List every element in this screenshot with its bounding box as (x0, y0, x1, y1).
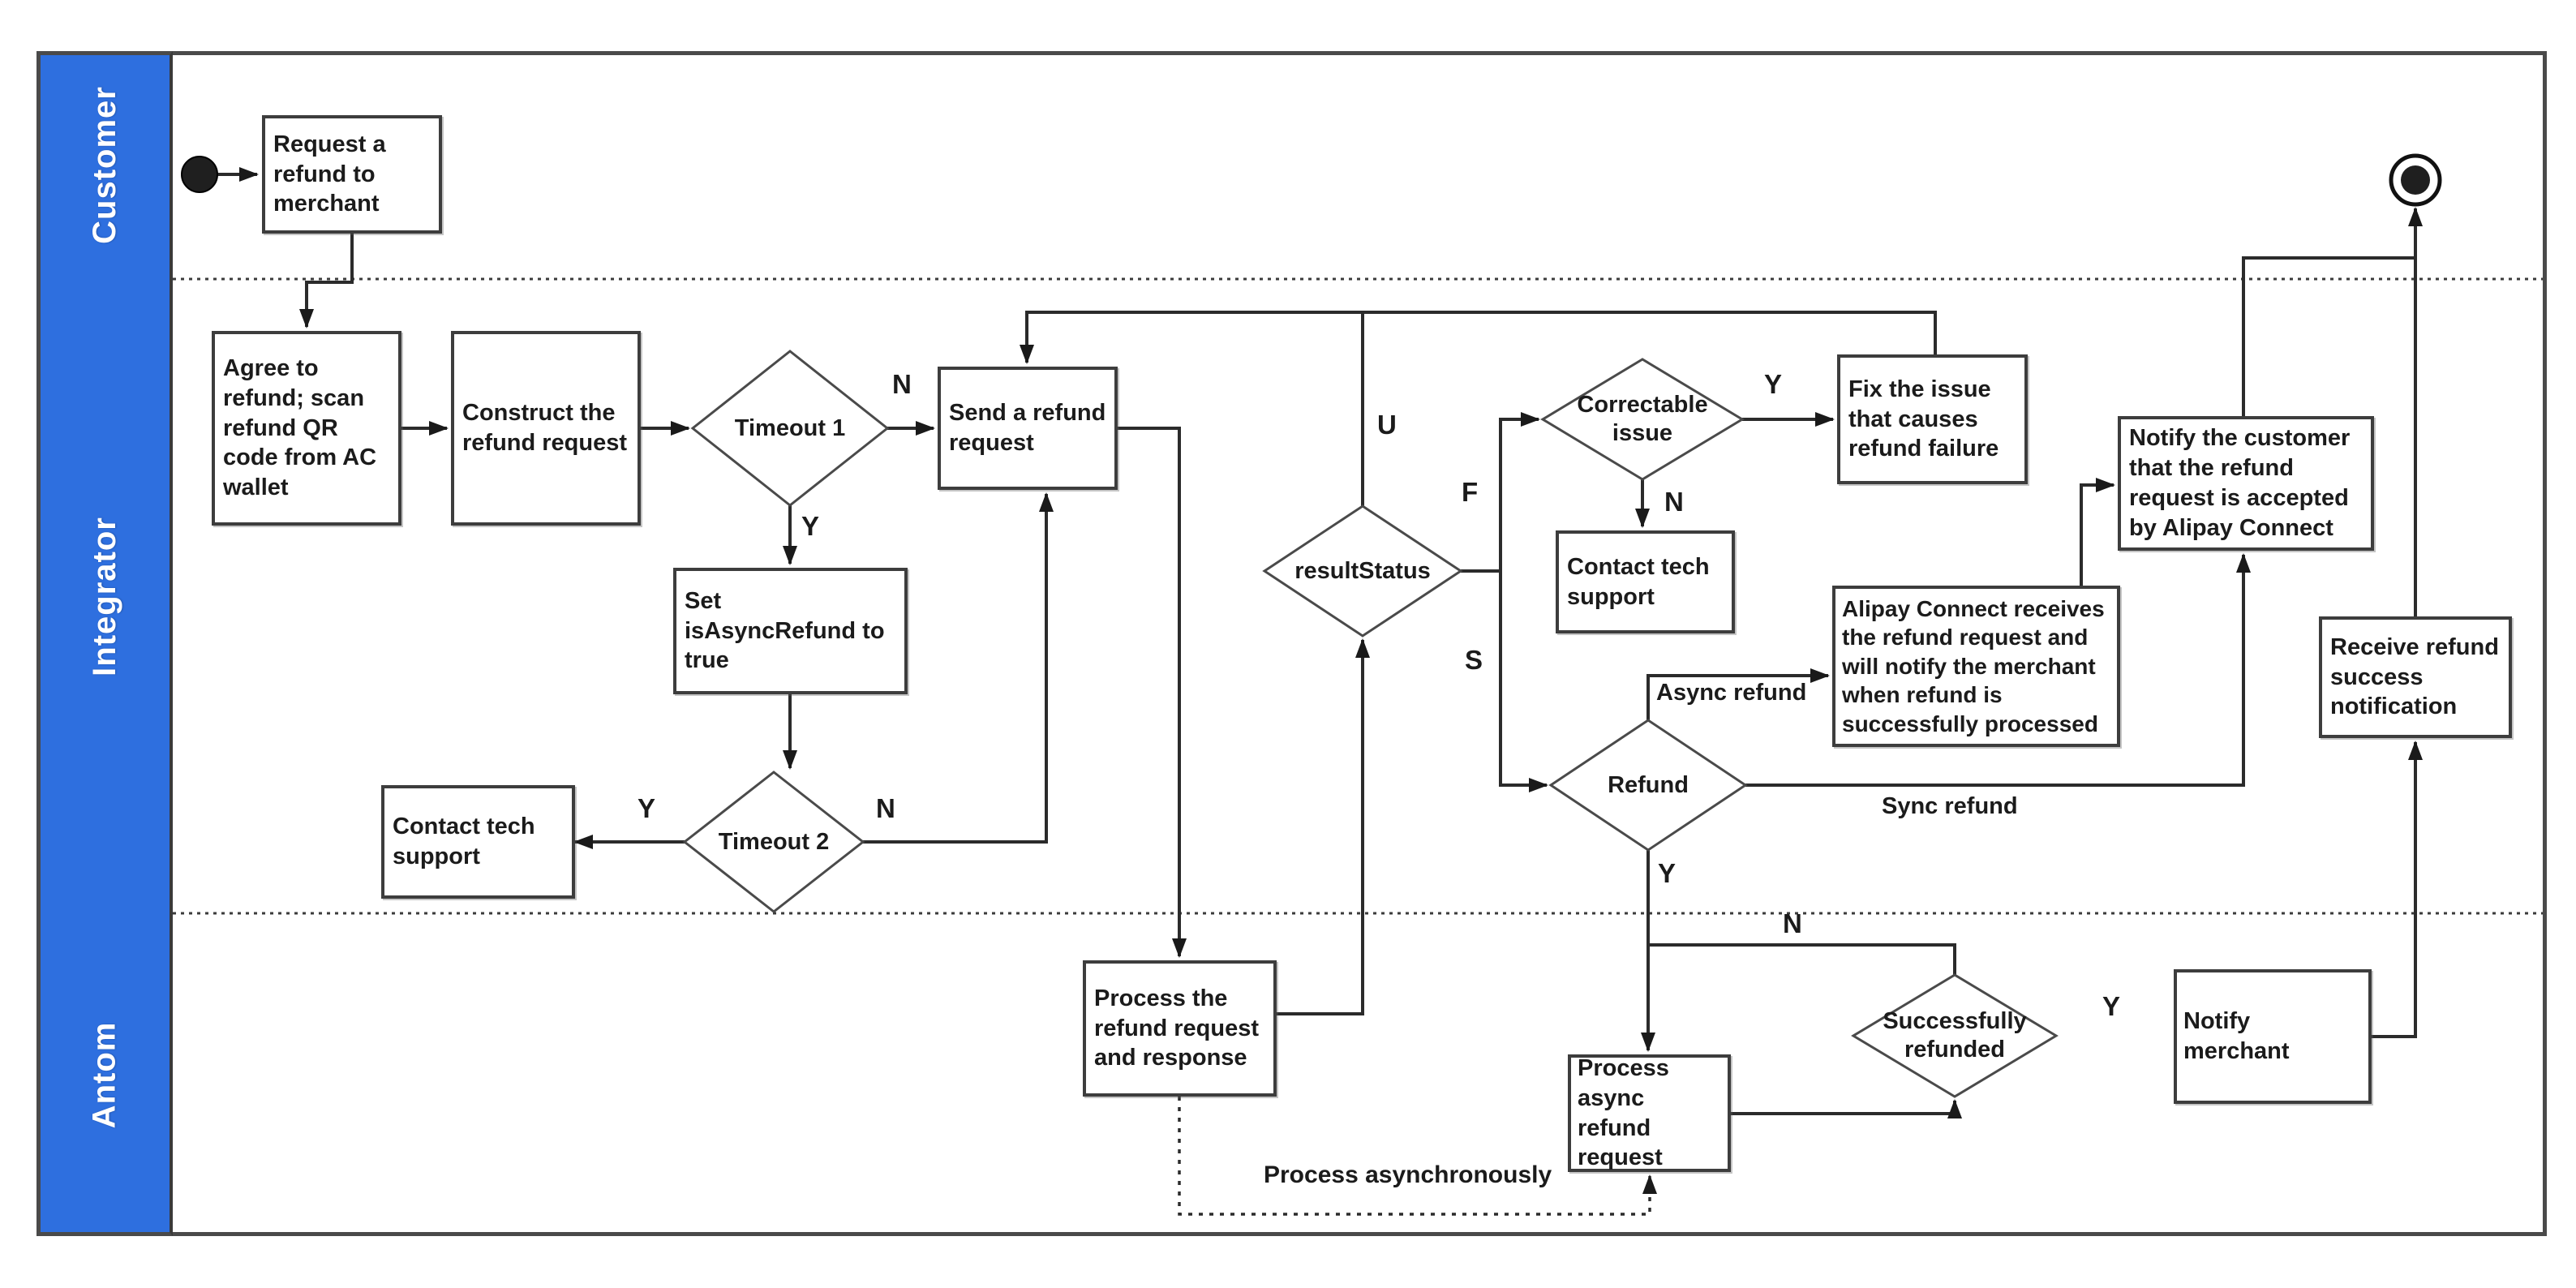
label-s: S (1465, 645, 1483, 675)
node-contact-support-left: Contact tech support (381, 785, 575, 899)
label-process-asynchronously: Process asynchronously (1264, 1161, 1552, 1188)
node-agree-refund: Agree to refund; scan refund QR code fro… (212, 331, 401, 526)
label-successfully-refunded: Successfully refunded (1883, 1008, 2027, 1063)
label-timeout1: Timeout 1 (734, 414, 846, 441)
node-fix-issue: Fix the issue that causes refund failure (1837, 354, 2028, 484)
label-refund-y: Y (1658, 858, 1677, 888)
edge-refund-async-to-alipay (1646, 668, 1830, 720)
label-f: F (1462, 477, 1479, 507)
diamond-resultstatus (1262, 504, 1463, 638)
end-node (2401, 165, 2430, 195)
node-set-async: Set isAsyncRefund to true (673, 568, 908, 694)
label-refund: Refund (1608, 771, 1689, 798)
label-refunded-y: Y (2102, 991, 2121, 1021)
lane-band (36, 51, 173, 1236)
diamond-timeout2 (682, 771, 865, 913)
node-contact-support-right: Contact tech support (1556, 530, 1735, 633)
label-resultstatus: resultStatus (1294, 557, 1431, 584)
edge-resultstatus-s-to-refund (1499, 571, 1548, 792)
diamond-timeout1 (690, 350, 890, 507)
edge-timeout2-n-to-send (863, 492, 1054, 844)
label-timeout1-y: Y (801, 511, 820, 541)
label-correctable-y: Y (1764, 369, 1783, 399)
node-process-request: Process the refund request and response (1083, 960, 1277, 1097)
diagram-frame (36, 51, 2547, 1236)
node-notify-merchant: Notify merchant (2174, 969, 2372, 1104)
edge-process-to-resultstatus (1277, 638, 1370, 1015)
label-u: U (1377, 410, 1397, 440)
label-timeout2-n: N (876, 793, 895, 823)
edge-resultstatus-f-to-correctable (1461, 412, 1540, 573)
diamond-refund (1548, 719, 1748, 852)
node-notify-customer: Notify the customer that the refund requ… (2118, 416, 2374, 551)
node-send-request: Send a refund request (938, 367, 1118, 490)
label-timeout2: Timeout 2 (718, 828, 830, 855)
diamond-correctable-issue (1540, 358, 1745, 481)
edge-request-to-agree (299, 234, 354, 328)
label-correctable-n: N (1664, 487, 1684, 517)
node-process-async-request: Process async refund request (1568, 1054, 1731, 1172)
node-construct-request: Construct the refund request (451, 331, 641, 526)
label-timeout1-n: N (892, 369, 912, 399)
node-request-refund: Request a refund to merchant (262, 115, 442, 234)
edge-refund-sync-to-notify (1745, 553, 2251, 787)
label-async-refund: Async refund (1656, 680, 1807, 706)
node-receive-notification: Receive refund success notification (2319, 616, 2512, 738)
edge-alipay-to-notify (2080, 478, 2115, 586)
label-correctable-issue: Correctable issue (1577, 392, 1708, 446)
edge-notify-to-end-rail (2242, 256, 2415, 416)
label-refunded-n: N (1783, 908, 1802, 938)
edge-send-to-process (1118, 427, 1187, 958)
diamond-successfully-refunded (1851, 973, 2059, 1098)
label-sync-refund: Sync refund (1882, 793, 2018, 819)
start-node (181, 156, 218, 193)
node-alipay-connect: Alipay Connect receives the refund reque… (1832, 586, 2120, 747)
label-timeout2-y: Y (638, 793, 656, 823)
edge-processasync-to-refunded (1731, 1099, 1962, 1118)
edge-notifymerchant-to-receive (2372, 741, 2423, 1038)
edge-refunded-n-loop (1648, 943, 1956, 975)
edge-loop-to-send (1020, 311, 1937, 364)
